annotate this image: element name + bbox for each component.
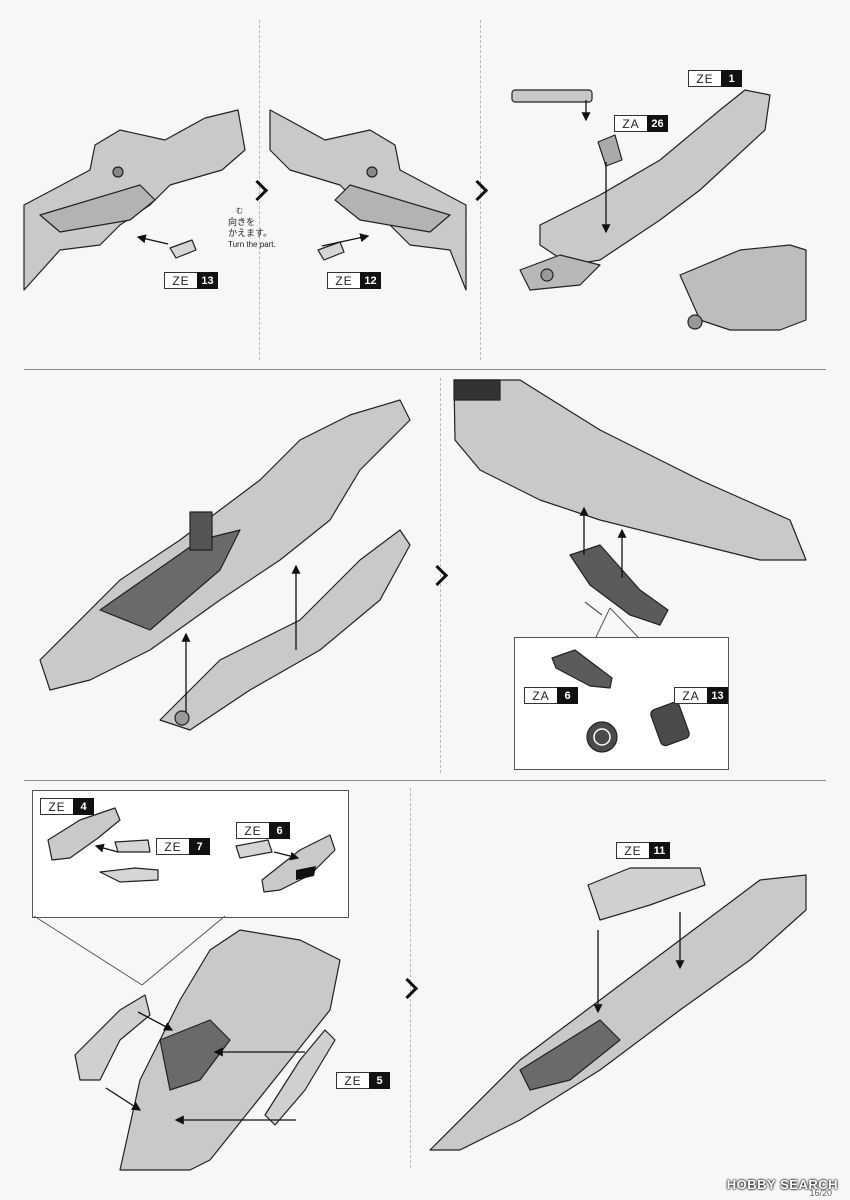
step-divider-2 — [480, 20, 481, 360]
turn-note-ruby: む — [236, 208, 243, 215]
section-divider-2 — [24, 780, 826, 781]
rotate-direction-arrow — [296, 866, 316, 880]
tag-number: 1 — [721, 70, 742, 87]
tag-number: 7 — [189, 838, 210, 855]
tag-number: 13 — [197, 272, 218, 289]
tag-prefix: ZE — [156, 838, 189, 855]
tag-prefix: ZE — [40, 798, 73, 815]
frame-part — [511, 89, 771, 291]
wing-part-right — [269, 109, 467, 291]
tag-number: 12 — [360, 272, 381, 289]
tag-number: 11 — [649, 842, 670, 859]
step-divider-3 — [440, 378, 441, 773]
page-number: 16/20 — [809, 1188, 832, 1198]
main-body-assembly — [39, 399, 411, 691]
tag-prefix: ZA — [524, 687, 557, 704]
tag-number: 4 — [73, 798, 94, 815]
tag-prefix: ZA — [674, 687, 707, 704]
frame-detail-inset — [679, 244, 807, 331]
frame-part-step4 — [159, 529, 411, 731]
tag-number: 6 — [269, 822, 290, 839]
tag-prefix: ZE — [327, 272, 360, 289]
tag-prefix: ZA — [614, 115, 647, 132]
step-divider-1 — [259, 20, 260, 360]
turn-note-ja-line1: 向きを — [228, 217, 256, 227]
barrel-part — [569, 544, 669, 626]
tag-number: 26 — [647, 115, 668, 132]
body-rear-assembly — [74, 929, 341, 1171]
turn-part-note: む 向きを かえます。 Turn the part. — [228, 206, 276, 250]
fin-subassembly — [47, 807, 336, 893]
tag-prefix: ZE — [336, 1072, 369, 1089]
turn-note-ja-line2: かえます。 — [228, 228, 273, 238]
watermark: HOBBY SEARCH — [726, 1177, 838, 1192]
tag-number: 13 — [707, 687, 728, 704]
final-assembly — [429, 867, 807, 1151]
body-with-barrel — [453, 379, 807, 561]
tag-prefix: ZE — [236, 822, 269, 839]
tag-prefix: ZE — [616, 842, 649, 859]
tag-prefix: ZE — [688, 70, 721, 87]
step-divider-4 — [410, 788, 411, 1168]
section-divider-1 — [24, 369, 826, 370]
turn-note-en: Turn the part. — [228, 240, 276, 249]
tag-number: 6 — [557, 687, 578, 704]
tag-number: 5 — [369, 1072, 390, 1089]
tag-prefix: ZE — [164, 272, 197, 289]
wing-part-left — [23, 109, 246, 291]
